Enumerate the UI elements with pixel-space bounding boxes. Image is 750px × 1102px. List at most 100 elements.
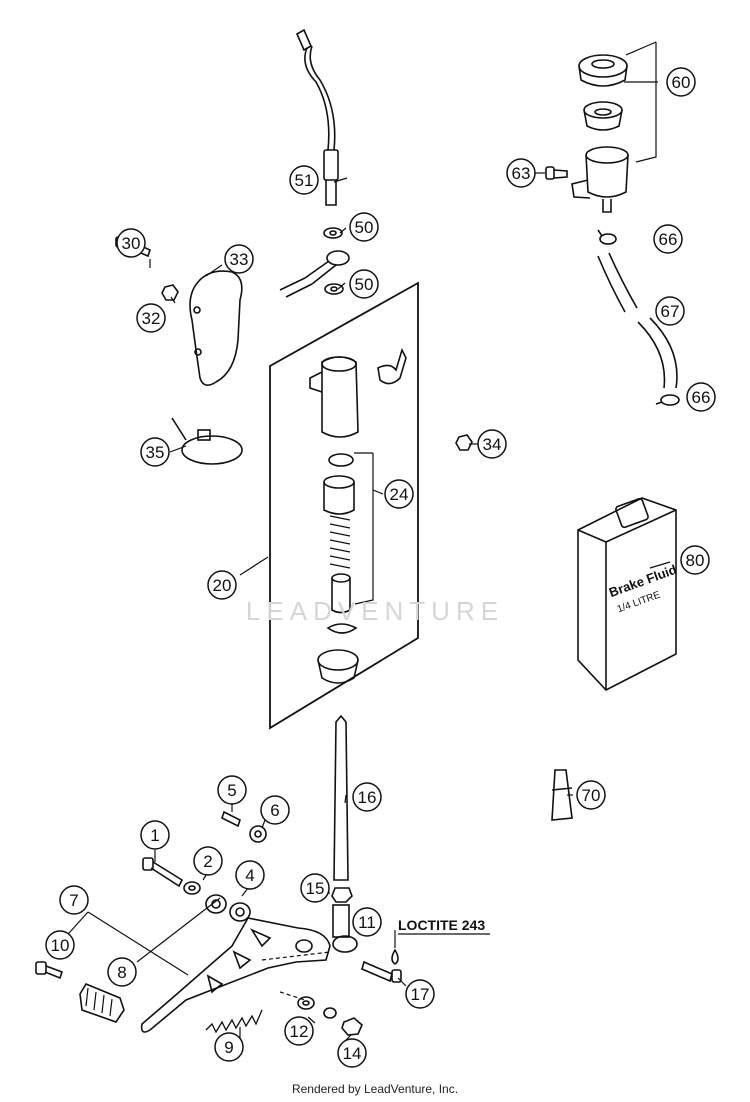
bolt-17-icon [361, 960, 402, 983]
callout-circle [576, 780, 606, 810]
callout-number: 8 [117, 963, 126, 982]
callout-number: 7 [69, 891, 78, 910]
callout-17: 17 [405, 979, 435, 1009]
brake-fluid-bottle-icon [577, 497, 677, 691]
callout-circle [405, 979, 435, 1009]
callout-50b: 50 [349, 269, 379, 299]
callout-number: 16 [358, 788, 377, 807]
bolt-10-icon [35, 961, 64, 980]
hose-clamp-lower-icon [655, 394, 680, 406]
sealing-washer-lower-icon [324, 283, 344, 295]
callout-circle [352, 782, 382, 812]
callout-number: 14 [343, 1044, 362, 1063]
callout-66b: 66 [686, 382, 716, 412]
callout-35: 35 [140, 437, 170, 467]
push-rod-icon [333, 714, 349, 881]
callout-number: 6 [270, 801, 279, 820]
brake-pedal-icon [140, 917, 331, 1033]
callout-number: 50 [355, 275, 374, 294]
callout-circle [655, 296, 685, 326]
bushing-6-icon [249, 825, 267, 843]
clevis-icon [332, 904, 358, 953]
callout-1: 1 [140, 820, 170, 850]
callout-circle [140, 820, 170, 850]
reservoir-hose-icon [597, 252, 678, 389]
nut-14-icon [341, 1017, 363, 1036]
callout-2: 2 [193, 846, 223, 876]
callout-8: 8 [107, 957, 137, 987]
callout-number: 5 [227, 781, 236, 800]
piston-icon [331, 573, 351, 614]
callout-6: 6 [260, 795, 290, 825]
callout-67: 67 [655, 296, 685, 326]
callout-11: 11 [352, 907, 382, 937]
callout-circle [140, 437, 170, 467]
callout-51: 51 [289, 165, 319, 195]
callout-circle [349, 212, 379, 242]
pedal-tip-icon [79, 982, 125, 1023]
reservoir-diaphragm-icon [583, 101, 623, 131]
callout-16: 16 [352, 782, 382, 812]
callout-66a: 66 [653, 224, 683, 254]
callout-circle [337, 1038, 367, 1068]
callout-number: 70 [582, 786, 601, 805]
callout-50a: 50 [349, 212, 379, 242]
callout-number: 4 [245, 866, 254, 885]
callout-circle [686, 382, 716, 412]
callout-10: 10 [45, 930, 75, 960]
callout-80: 80 [680, 545, 710, 575]
callout-circle [477, 429, 507, 459]
callout-circle [284, 1016, 314, 1046]
callout-circle [217, 775, 247, 805]
cable-tie-icon [171, 417, 243, 465]
callout-number: 15 [306, 879, 325, 898]
callout-number: 12 [290, 1022, 309, 1041]
watermark: LEADVENTURE [245, 596, 505, 626]
callout-circle [666, 67, 696, 97]
callout-4: 4 [235, 860, 265, 890]
footer-credit: Rendered by LeadVenture, Inc. [291, 1082, 459, 1096]
loctite-drop-icon [391, 948, 399, 965]
callout-number: 63 [512, 164, 531, 183]
callout-9: 9 [214, 1032, 244, 1062]
callout-circle [349, 269, 379, 299]
callout-number: 50 [355, 218, 374, 237]
callout-12: 12 [284, 1016, 314, 1046]
bolt-1-icon [142, 857, 184, 888]
callout-circle [193, 846, 223, 876]
bearing-4a-icon [205, 894, 227, 914]
callout-circle [289, 165, 319, 195]
callout-number: 35 [146, 443, 165, 462]
callout-circle [59, 885, 89, 915]
callout-circle [506, 158, 536, 188]
callout-number: 33 [230, 250, 249, 269]
reservoir-body-icon [571, 146, 629, 213]
callout-circle [207, 570, 237, 600]
callout-7: 7 [59, 885, 89, 915]
callout-number: 9 [224, 1038, 233, 1057]
callout-70: 70 [576, 780, 606, 810]
washer-12-icon [297, 996, 315, 1010]
inlet-elbow-icon [377, 347, 407, 385]
callout-34: 34 [477, 429, 507, 459]
spring-icon [329, 515, 351, 569]
piston-sleeve-icon [323, 475, 355, 515]
grease-tube-icon [551, 769, 573, 821]
bearing-4b-icon [229, 902, 251, 922]
nut-34-icon [455, 434, 473, 451]
callout-circle [260, 795, 290, 825]
loctite-annotation: LOCTITE 243 [398, 917, 485, 933]
callout-15: 15 [300, 873, 330, 903]
nut-15-icon [331, 887, 353, 903]
callout-number: 11 [358, 913, 376, 932]
master-cylinder-body-icon [309, 356, 359, 438]
bolt-5-icon [221, 810, 241, 828]
assembly-frame-20 [269, 281, 419, 730]
callout-number: 32 [142, 309, 161, 328]
callout-number: 80 [686, 551, 705, 570]
hose-clamp-icon [597, 229, 617, 245]
cover-33-icon [189, 270, 243, 386]
callout-30: 30 [116, 228, 146, 258]
callout-number: 24 [390, 485, 409, 504]
